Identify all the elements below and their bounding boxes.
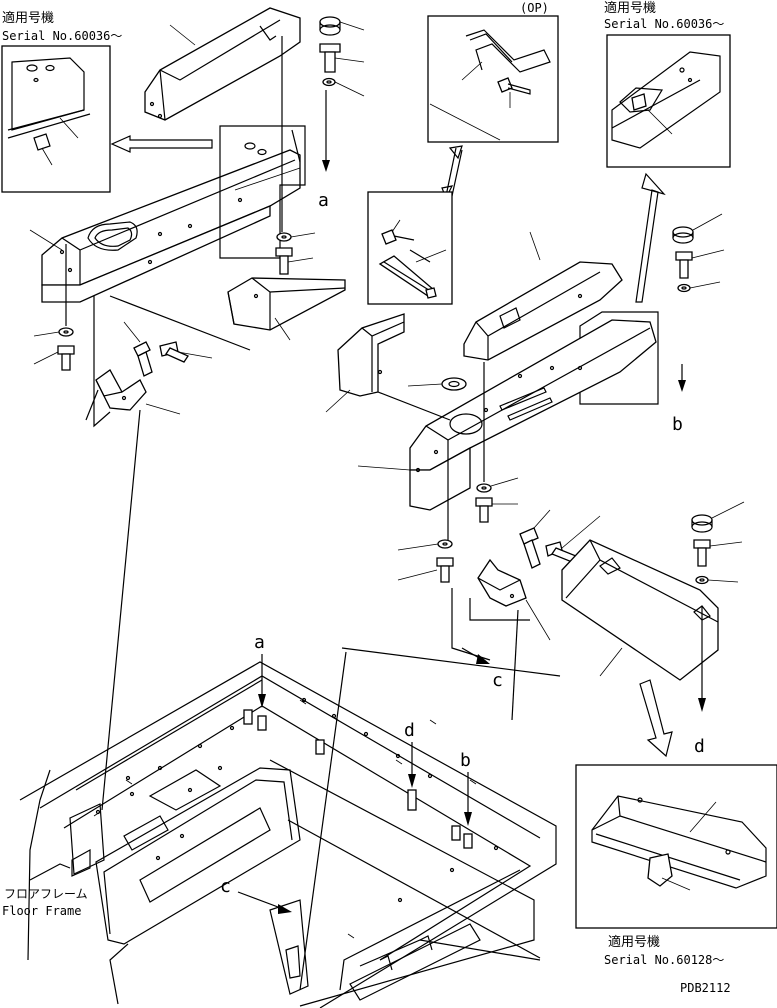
right-low-bolt bbox=[397, 557, 454, 583]
callout-a-top-label: a bbox=[318, 190, 329, 211]
right-low-washer bbox=[397, 539, 453, 551]
right-bracket bbox=[469, 509, 601, 641]
right-washer bbox=[677, 281, 721, 293]
right-side-bracket bbox=[325, 313, 451, 421]
inset-bottom-right-serial: Serial No.60128～ bbox=[604, 953, 724, 967]
floor-frame bbox=[19, 661, 557, 1008]
inset-top-left-frame bbox=[1, 45, 111, 193]
inset-top-left: 適用号機 Serial No.60036～ bbox=[1, 10, 122, 193]
inset-bottom-right: 適用号機 Serial No.60128～ bbox=[575, 764, 777, 967]
right-main-cover bbox=[357, 319, 657, 511]
callout-c-top-label: c bbox=[492, 670, 503, 691]
left-top-cover bbox=[144, 7, 301, 121]
inset-arrow-bottom-right bbox=[639, 679, 673, 758]
floor-frame-label-jp: フロアフレーム bbox=[4, 887, 88, 901]
right-nut bbox=[407, 377, 467, 391]
far-right-bolt bbox=[693, 539, 743, 567]
left-bottom-bolt bbox=[33, 345, 75, 371]
detail-box-a bbox=[219, 36, 327, 259]
left-top-washer bbox=[322, 77, 365, 97]
inset-arrow-right bbox=[635, 172, 666, 303]
callout-b-top: b bbox=[672, 364, 686, 435]
inset-top-center-frame bbox=[427, 15, 559, 143]
right-mid-bolt bbox=[475, 497, 518, 523]
left-mid-washer bbox=[276, 232, 316, 242]
right-end-cover bbox=[561, 539, 719, 681]
left-main-cover bbox=[29, 149, 301, 303]
callout-d-top: d bbox=[694, 606, 706, 757]
callout-b-floor: b bbox=[460, 750, 472, 826]
double-arrow-op bbox=[441, 145, 463, 200]
far-right-cap bbox=[691, 501, 745, 533]
inset-arrow-left bbox=[110, 135, 213, 153]
inset-top-left-label-jp: 適用号機 bbox=[2, 10, 54, 26]
left-wedge-cover bbox=[227, 277, 346, 341]
floor-frame-label-en: Floor Frame bbox=[2, 904, 81, 918]
callout-a-floor-label: a bbox=[254, 632, 265, 653]
inset-top-right-frame bbox=[606, 34, 731, 168]
callout-c-top: c bbox=[461, 647, 503, 691]
right-bolt bbox=[675, 249, 725, 279]
left-bracket bbox=[85, 295, 251, 428]
detail-box-right-small-frame bbox=[367, 191, 453, 305]
callout-c-floor-label: c bbox=[220, 876, 231, 897]
inset-top-center-label: (OP) bbox=[520, 1, 549, 15]
leader-to-floor-left bbox=[101, 409, 141, 811]
left-bottom-washer bbox=[33, 327, 74, 337]
inset-bottom-right-label-jp: 適用号機 bbox=[608, 934, 660, 950]
drawing-code: PDB2112 bbox=[680, 981, 731, 995]
inset-top-right-label-jp: 適用号機 bbox=[604, 0, 656, 16]
callout-b-floor-label: b bbox=[460, 750, 471, 771]
floor-pegs bbox=[243, 709, 473, 849]
callout-d-top-label: d bbox=[694, 736, 705, 757]
inset-top-right-serial: Serial No.60036～ bbox=[604, 17, 724, 31]
callout-d-floor: d bbox=[404, 720, 416, 788]
callout-a-floor: a bbox=[254, 632, 266, 708]
callout-c-floor: c bbox=[220, 876, 292, 914]
inset-top-left-serial: Serial No.60036～ bbox=[2, 29, 122, 43]
callout-a-top: a bbox=[318, 140, 330, 211]
right-cap bbox=[672, 213, 723, 244]
left-top-bolt bbox=[319, 43, 365, 73]
inset-bottom-right-frame bbox=[575, 764, 777, 929]
leader-to-floor-center bbox=[299, 651, 347, 991]
inset-top-right: 適用号機 Serial No.60036～ bbox=[604, 0, 731, 168]
callout-d-floor-label: d bbox=[404, 720, 415, 741]
left-mid-bolt bbox=[275, 247, 314, 275]
detail-box-right-small bbox=[367, 191, 453, 305]
right-handle-cover bbox=[463, 231, 623, 361]
far-right-washer bbox=[695, 575, 739, 585]
inset-top-center: (OP) bbox=[427, 1, 559, 143]
left-top-cap bbox=[319, 16, 365, 36]
right-mid-washer bbox=[476, 477, 519, 493]
callout-b-top-label: b bbox=[672, 414, 683, 435]
